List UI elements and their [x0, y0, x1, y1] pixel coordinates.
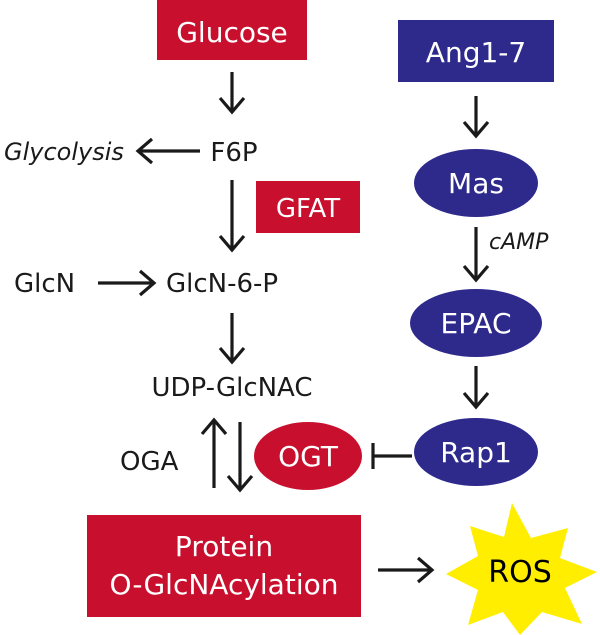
gfat-label: GFAT — [276, 194, 340, 224]
arrow-oga-up — [200, 417, 228, 488]
rap1-label: Rap1 — [440, 436, 512, 469]
epac-label: EPAC — [441, 307, 512, 340]
arrow-glucose-f6p — [218, 72, 246, 115]
glcn6p-label: GlcN-6-P — [166, 269, 278, 299]
protein-box — [87, 515, 361, 617]
ogt-label: OGT — [278, 440, 339, 473]
arrow-ogt-down — [226, 422, 254, 493]
arrow-mas-epac — [462, 227, 490, 283]
arrow-f6p-glycolysis — [135, 137, 200, 165]
mas-label: Mas — [448, 167, 504, 200]
epac-node: EPAC — [410, 289, 542, 357]
mas-node: Mas — [414, 149, 538, 217]
rap1-node: Rap1 — [414, 418, 538, 486]
arrow-f6p-glcn6p — [218, 180, 246, 253]
ang17-box — [398, 20, 554, 82]
udp-glcnac-label: UDP-GlcNAC — [151, 373, 312, 403]
arrow-glcn6p-udp — [218, 313, 246, 365]
arrow-epac-rap1 — [462, 366, 490, 410]
epac-ellipse — [410, 289, 542, 357]
mas-ellipse — [414, 149, 538, 217]
arrow-protein-ros — [378, 556, 435, 584]
gfat-node: GFAT — [256, 181, 360, 233]
ros-starburst — [446, 503, 597, 635]
ang17-node: Ang1-7 — [398, 20, 554, 82]
ros-node: ROS — [446, 503, 597, 635]
ros-label: ROS — [488, 555, 552, 590]
arrow-glcn-glcn6p — [98, 269, 157, 297]
f6p-label: F6P — [210, 138, 257, 168]
arrow-ang17-mas — [462, 96, 490, 139]
glucose-node: Glucose — [157, 0, 307, 60]
inhibition-rap1-ogt — [371, 443, 412, 469]
glucose-label: Glucose — [176, 16, 288, 49]
gfat-box — [256, 181, 360, 233]
oga-label: OGA — [120, 447, 179, 477]
glycolysis-label: Glycolysis — [4, 138, 124, 166]
glucose-box — [157, 0, 307, 60]
camp-label: cAMP — [489, 230, 549, 255]
protein-oglcnacylation-node: Protein O-GlcNAcylation — [87, 515, 361, 617]
glcn-label: GlcN — [14, 269, 75, 299]
ogt-node: OGT — [254, 422, 362, 490]
rap1-ellipse — [414, 418, 538, 486]
ogt-ellipse — [254, 422, 362, 490]
protein-line2-label: O-GlcNAcylation — [110, 568, 339, 601]
protein-line1-label: Protein — [175, 530, 273, 563]
ang17-label: Ang1-7 — [426, 36, 526, 69]
